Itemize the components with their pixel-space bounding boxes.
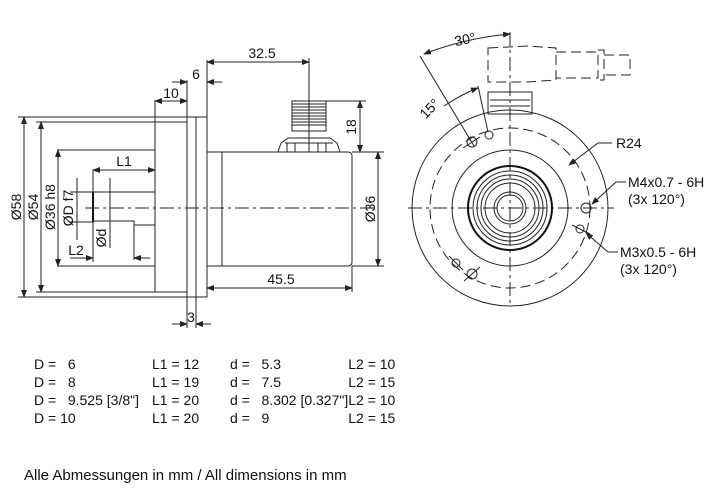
- table-cell: D = 6: [34, 356, 76, 372]
- angle-30-label: 30°: [453, 29, 477, 49]
- m4-leader: [591, 181, 626, 205]
- flange-outer: [186, 116, 208, 298]
- table-row: D = 10 L1 = 20 d = 9 L2 = 15: [34, 409, 408, 427]
- dim-shaft-diameter: ØD f7: [60, 190, 76, 227]
- dim-flange-gap: 3: [187, 309, 195, 325]
- dim-connector-height: 18: [343, 119, 359, 135]
- table-row: D = 9.525 [3/8"] L1 = 20 d = 8.302 [0.327"…: [34, 391, 408, 409]
- technical-drawing: Ø58 Ø54 Ø36 h8 ØD f7 Ød L1 L2 10 6 32.5 …: [8, 29, 704, 328]
- flange-step: [154, 121, 188, 293]
- dim-outer-flange: Ø58: [8, 194, 24, 221]
- dim-flange-depth: 10: [163, 85, 179, 101]
- dim-connector-offset: 32.5: [248, 45, 275, 61]
- table-cell: d = 5.3: [230, 356, 281, 372]
- dim-flat-length: L2: [68, 242, 84, 258]
- dim-body-length: 45.5: [267, 271, 294, 287]
- table-cell: L1 = 19: [152, 374, 200, 390]
- table-cell: D = 8: [34, 374, 76, 390]
- table-cell: L2 = 10: [348, 392, 396, 408]
- table-cell: D = 9.525 [3/8"]: [34, 392, 139, 408]
- angle-15-arc: [443, 87, 479, 107]
- table-row: D = 8 L1 = 19 d = 7.5 L2 = 15: [34, 373, 408, 391]
- units-footnote: Alle Abmessungen in mm / All dimensions …: [24, 467, 347, 484]
- table-row: D = 6 L1 = 12 d = 5.3 L2 = 10: [34, 355, 408, 373]
- dim-body-diameter: Ø36: [362, 196, 378, 223]
- angle-30-arc: [423, 31, 511, 55]
- m4-holes: [462, 136, 592, 282]
- table-cell: L2 = 15: [348, 374, 396, 390]
- angle-15-label: 15°: [416, 95, 442, 121]
- table-cell: d = 8.302 [0.327"]: [230, 392, 349, 408]
- table-cell: d = 7.5: [230, 374, 281, 390]
- dim-flange-step: Ø54: [25, 194, 41, 221]
- m4-thread-label: M4x0.7 - 6H: [628, 174, 704, 190]
- table-cell: L2 = 15: [348, 410, 396, 426]
- table-cell: L1 = 20: [152, 410, 200, 426]
- table-cell: L1 = 12: [152, 356, 200, 372]
- m3-thread-label: M3x0.5 - 6H: [620, 244, 696, 260]
- dim-shaft-length: L1: [116, 153, 132, 169]
- shaft-flat: [93, 220, 155, 226]
- dim-shaft-flat: Ød: [93, 229, 109, 248]
- radius-label: R24: [616, 135, 642, 151]
- table-cell: L1 = 20: [152, 392, 200, 408]
- m3-thread-qty: (3x 120°): [620, 261, 677, 277]
- side-view: Ø58 Ø54 Ø36 h8 ØD f7 Ød L1 L2 10 6 32.5 …: [8, 45, 384, 328]
- dim-flange-thickness: 6: [192, 66, 200, 82]
- dim-spigot: Ø36 h8: [42, 184, 58, 230]
- m4-thread-qty: (3x 120°): [628, 191, 685, 207]
- table-cell: L2 = 10: [348, 356, 396, 372]
- m3-leader: [585, 232, 618, 253]
- angle-30-ref: [419, 55, 475, 147]
- table-cell: D = 10: [34, 410, 76, 426]
- r24-leader: [568, 142, 612, 166]
- angle-15-ref: [477, 85, 489, 133]
- shaft-variants-table: D = 6 L1 = 12 d = 5.3 L2 = 10 D = 8 L1 = 19 d …: [34, 355, 408, 427]
- front-view: 30° 15° R24 M4x0.7 - 6H (3x 120°) M3x0.5…: [408, 29, 704, 307]
- connector-outline: [487, 45, 631, 115]
- table-cell: d = 9: [230, 410, 270, 426]
- connector: [277, 58, 341, 153]
- encoder-body: [207, 151, 353, 267]
